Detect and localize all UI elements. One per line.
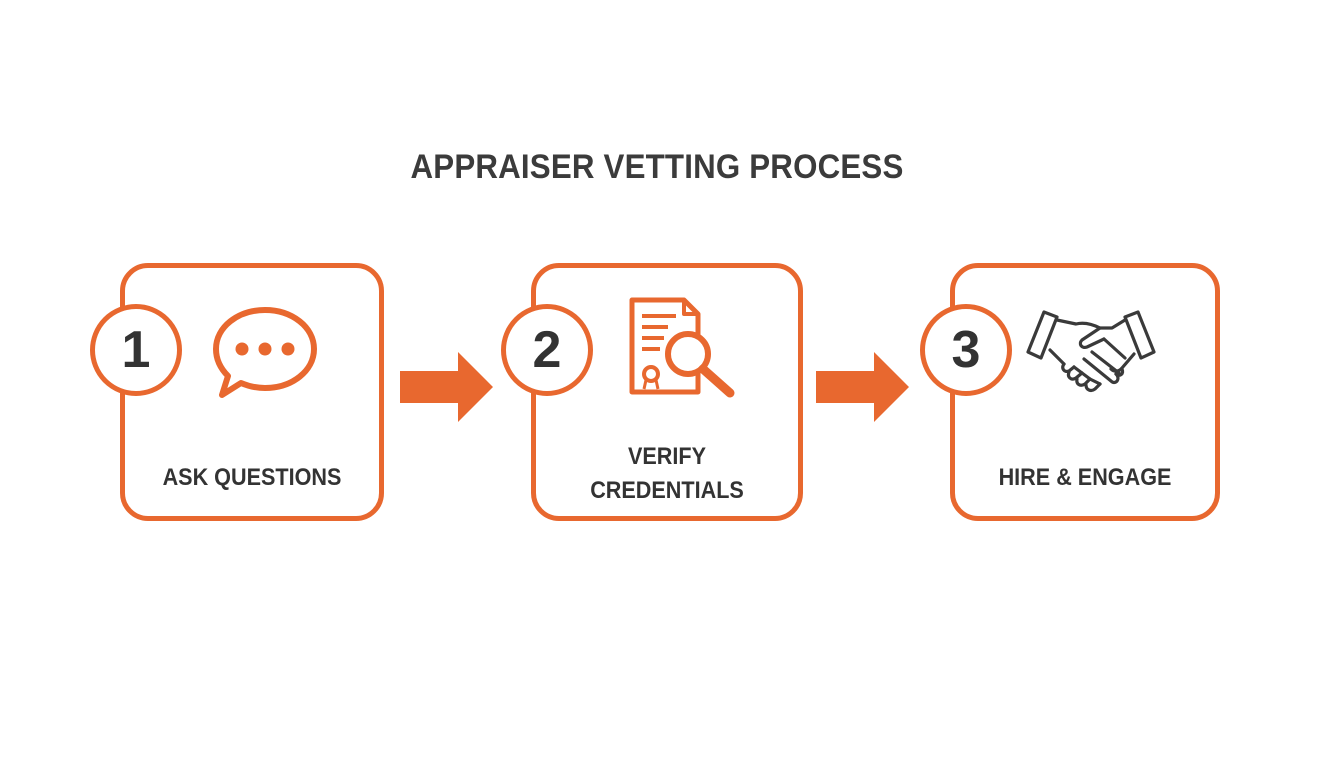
step-label-2-line-2: CREDENTIALS (590, 477, 744, 504)
step-number-2: 2 (532, 321, 562, 379)
step-number-badge-1: 1 (90, 304, 182, 396)
step-number-3: 3 (951, 321, 981, 379)
page-title: APPRAISER VETTING PROCESS (410, 148, 904, 186)
document-search-icon (629, 297, 735, 398)
step-card-1: ASK QUESTIONS (120, 263, 384, 521)
handshake-icon (1026, 310, 1156, 392)
arrow-right-icon (400, 352, 493, 422)
step-label-2-line-1: VERIFY (627, 443, 707, 470)
speech-bubble-icon (213, 307, 317, 398)
step-label-1: ASK QUESTIONS (162, 464, 342, 491)
step-number-1: 1 (121, 321, 151, 379)
step-label-3: HIRE & ENGAGE (998, 464, 1172, 491)
step-number-badge-2: 2 (501, 304, 593, 396)
step-number-badge-3: 3 (920, 304, 1012, 396)
arrow-right-icon (816, 352, 909, 422)
